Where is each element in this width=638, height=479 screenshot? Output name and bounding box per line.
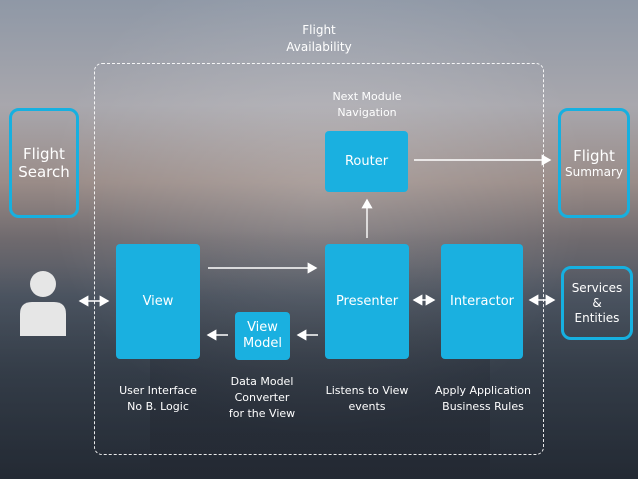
- interactor-caption: Apply Application Business Rules: [434, 384, 531, 413]
- interactor-label: Interactor: [449, 293, 515, 309]
- flight-summary-title: Flight: [573, 146, 615, 165]
- presenter-box: Presenter: [325, 244, 409, 359]
- router-box: Router: [325, 131, 408, 192]
- user-icon: [20, 271, 66, 336]
- view-model-label: View Model: [242, 320, 283, 351]
- view-model-box: View Model: [235, 312, 290, 360]
- flight-availability-label: Flight Availability: [286, 23, 352, 54]
- flight-summary-box: Flight Summary: [558, 108, 630, 218]
- flight-search-box: Flight Search: [9, 108, 79, 218]
- view-caption: User Interface No B. Logic: [119, 384, 197, 413]
- services-entities-box: Services & Entities: [561, 266, 633, 340]
- flight-summary-subtitle: Summary: [565, 164, 623, 179]
- flight-search-label: Flight Search: [18, 145, 70, 181]
- services-entities-label: Services & Entities: [571, 280, 623, 325]
- router-label: Router: [344, 153, 389, 169]
- view-box: View: [116, 244, 200, 359]
- view-model-caption: Data Model Converter for the View: [228, 375, 296, 420]
- router-caption: Next Module Navigation: [332, 90, 402, 119]
- flight-availability-boundary: [94, 63, 544, 455]
- presenter-caption: Listens to View events: [325, 384, 409, 413]
- view-label: View: [142, 293, 174, 309]
- interactor-box: Interactor: [441, 244, 523, 359]
- background-road: [150, 230, 490, 479]
- presenter-label: Presenter: [335, 293, 399, 309]
